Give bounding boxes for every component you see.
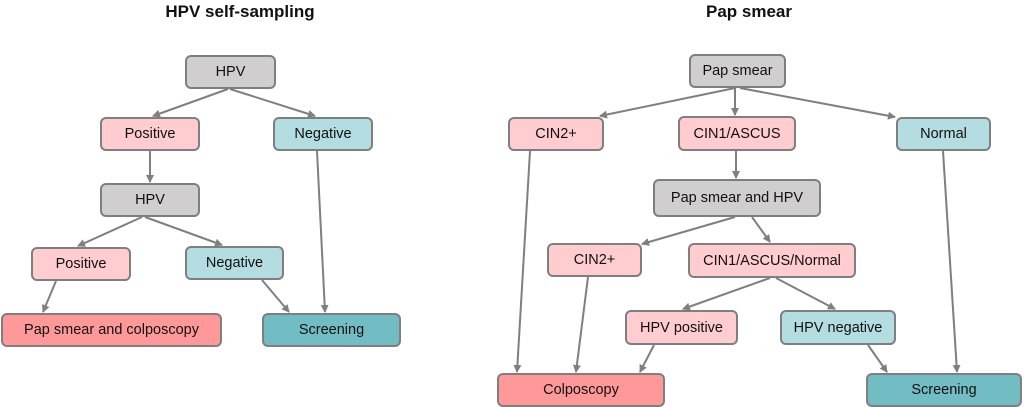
edge-hpv-positive (152, 88, 229, 118)
edge-paphpv-cin1normal (751, 216, 771, 243)
node-hpv: HPV (185, 55, 276, 89)
edge-hpvpos-colposcopy (639, 344, 655, 373)
edge-cin1normal-hpvpos (682, 277, 771, 311)
edge-paphpv-cin2b (641, 216, 736, 246)
node-pap-smear-and-colposcopy: Pap smear and colposcopy (1, 313, 222, 347)
node-cin1-ascus: CIN1/ASCUS (678, 116, 796, 151)
node-screening-left: Screening (262, 313, 401, 347)
node-normal: Normal (896, 117, 991, 151)
node-cin2plus: CIN2+ (508, 117, 604, 151)
edge-hpv2-negative2 (144, 216, 223, 247)
node-hpv-positive: HPV positive (625, 310, 738, 345)
node-positive: Positive (100, 117, 200, 151)
edge-hpvneg-screening (867, 344, 888, 373)
edge-hpv-negative (229, 88, 316, 118)
edge-normal-screening (942, 150, 961, 373)
node-cin2plus-retest: CIN2+ (547, 243, 642, 277)
node-screening-right: Screening (866, 373, 1022, 407)
edge-positive2-papcolpo (42, 280, 57, 313)
edge-negative-screening (316, 150, 329, 313)
node-colposcopy: Colposcopy (497, 373, 665, 407)
node-negative-retest: Negative (185, 246, 284, 280)
node-hpv-negative: HPV negative (780, 310, 896, 345)
edge-pap-normal (739, 87, 896, 120)
edge-cin1normal-hpvneg (775, 277, 836, 310)
node-pap-smear: Pap smear (689, 54, 786, 88)
node-pap-smear-and-hpv: Pap smear and HPV (653, 179, 821, 217)
edge-pap-cin2 (599, 87, 736, 119)
node-negative: Negative (273, 117, 373, 151)
edge-cin2-colposcopy (513, 150, 531, 373)
edge-negative2-screening (261, 279, 290, 313)
right-diagram-title: Pap smear (706, 2, 792, 21)
node-positive-retest: Positive (31, 247, 131, 281)
edge-hpv2-positive2 (77, 216, 143, 247)
left-diagram-title: HPV self-sampling (165, 2, 315, 21)
node-hpv-retest: HPV (100, 183, 200, 217)
edge-cin2b-colposcopy (572, 276, 589, 373)
node-cin1-ascus-normal: CIN1/ASCUS/Normal (688, 243, 856, 278)
